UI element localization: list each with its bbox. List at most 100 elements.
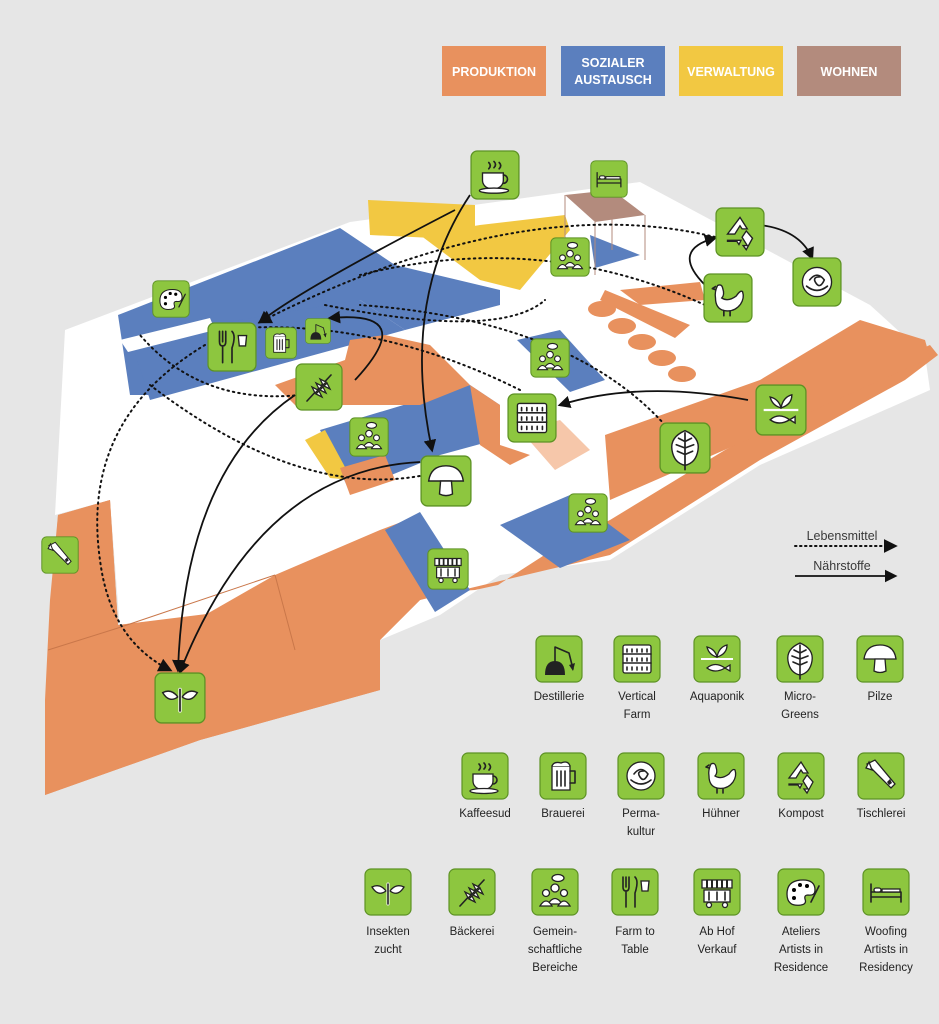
legend-label: zucht — [374, 944, 402, 956]
production-zone-west — [45, 500, 450, 795]
insect-icon — [155, 673, 205, 723]
parcel-lines — [47, 574, 296, 651]
wheat-icon — [296, 364, 342, 410]
path-strip — [120, 318, 215, 352]
legend-label: Ateliers — [782, 926, 821, 938]
people-icon — [551, 238, 589, 276]
flow-legend-nutrients-label: Nährstoffe — [813, 559, 870, 573]
nutrient-flow-arrow — [172, 394, 296, 673]
legend-label: Tischlerei — [857, 808, 906, 820]
legend-verwaltung-label: VERWALTUNG — [687, 65, 775, 79]
permaculture-bed — [588, 301, 616, 317]
legend-verwaltung-swatch — [679, 46, 783, 96]
legend-item-ab-hof: Ab Hof Verkauf — [694, 869, 740, 956]
legend-label: Residence — [774, 962, 828, 974]
chicken-icon — [704, 274, 752, 322]
coffee-cup-icon — [462, 753, 508, 799]
legend-label: Table — [621, 944, 649, 956]
vertical-farm-icon — [508, 394, 556, 442]
legend-item-huehner: Hühner — [698, 753, 744, 820]
food-flow-arrow — [149, 384, 426, 481]
people-icon — [532, 869, 578, 915]
housing-zone-frame — [564, 190, 646, 275]
leaf-icon — [777, 636, 823, 682]
legend-item-farm-to-table: Farm to Table — [612, 869, 658, 956]
legend-label: Bäckerei — [450, 926, 495, 938]
mushroom-icon — [421, 456, 471, 506]
legend-item-microgreens: Micro- Greens — [777, 636, 823, 721]
legend-label: Bereiche — [532, 962, 577, 974]
admin-zone-roof — [368, 200, 475, 240]
legend-label: Micro- — [784, 691, 816, 703]
leaf-icon — [660, 423, 710, 473]
mushroom-icon — [857, 636, 903, 682]
legend-item-brauerei: Brauerei — [540, 753, 586, 820]
production-zone-small — [340, 455, 395, 495]
rose-icon — [618, 753, 664, 799]
permaculture-bed — [668, 366, 696, 382]
beer-mug-icon — [266, 328, 297, 359]
legend-sozialer-austausch-label-2: AUSTAUSCH — [574, 73, 652, 87]
production-row-1 — [620, 282, 705, 305]
production-zone-center-east — [470, 385, 530, 465]
legend-item-aquaponik: Aquaponik — [690, 636, 745, 703]
legend-item-baeckerei: Bäckerei — [449, 869, 495, 938]
permaculture-bed — [608, 318, 636, 334]
food-flow-arrow — [324, 299, 546, 323]
recycle-icon — [778, 753, 824, 799]
admin-zone-small — [305, 430, 352, 480]
people-icon — [531, 339, 569, 377]
nutrient-flow-arrow — [688, 234, 718, 286]
bed-icon — [863, 869, 909, 915]
social-zone-southeast — [500, 495, 630, 568]
cutlery-icon — [208, 323, 256, 371]
legend-produktion-swatch — [442, 46, 546, 96]
flow-legend-food-label: Lebensmittel — [807, 529, 878, 543]
people-icon — [569, 494, 607, 532]
legend-label: Artists in — [864, 944, 908, 956]
saw-icon — [858, 753, 904, 799]
legend-item-vertical-farm: Vertical Farm — [614, 636, 660, 721]
still-icon — [536, 636, 582, 682]
legend-label: Verkauf — [698, 944, 738, 956]
nutrient-flow-arrow — [258, 209, 456, 324]
wheat-icon — [449, 869, 495, 915]
cutlery-icon — [612, 869, 658, 915]
food-flow-arrow — [257, 223, 716, 324]
still-icon — [306, 319, 331, 344]
aquaponics-icon — [694, 636, 740, 682]
legend-item-woofing: Woofing Artists in Residency — [859, 869, 913, 974]
recycle-icon — [716, 208, 764, 256]
legend-item-kaffeesud: Kaffeesud — [459, 753, 511, 820]
insect-icon — [365, 869, 411, 915]
legend-label: Brauerei — [541, 808, 584, 820]
palette-icon — [778, 869, 824, 915]
beer-mug-icon — [540, 753, 586, 799]
legend-wohnen-label: WOHNEN — [821, 65, 878, 79]
chicken-icon — [698, 753, 744, 799]
legend-label: schaftliche — [528, 944, 582, 956]
nutrient-flow-arrow — [759, 224, 814, 261]
legend-item-insektenzucht: Insekten zucht — [365, 869, 411, 956]
legend-label: Aquaponik — [690, 691, 745, 703]
coffee-cup-icon — [471, 151, 519, 199]
admin-zone — [420, 215, 570, 290]
legend-label: kultur — [627, 826, 655, 838]
housing-zone — [565, 190, 645, 222]
legend-label: Farm — [624, 709, 651, 721]
food-flow-arrow — [96, 344, 206, 672]
legend-wohnen-swatch — [797, 46, 901, 96]
flow-legend: Lebensmittel Nährstoffe — [794, 529, 898, 583]
legend-label: Hühner — [702, 808, 740, 820]
legend-label: Woofing — [865, 926, 907, 938]
legend-label: Insekten — [366, 926, 409, 938]
production-row-2 — [600, 290, 690, 338]
legend-produktion-label: PRODUKTION — [452, 65, 536, 79]
bed-icon — [591, 161, 627, 197]
legend-label: Vertical — [618, 691, 656, 703]
market-stall-icon — [694, 869, 740, 915]
legend-label: Artists in — [779, 944, 823, 956]
permaculture-bed — [628, 334, 656, 350]
